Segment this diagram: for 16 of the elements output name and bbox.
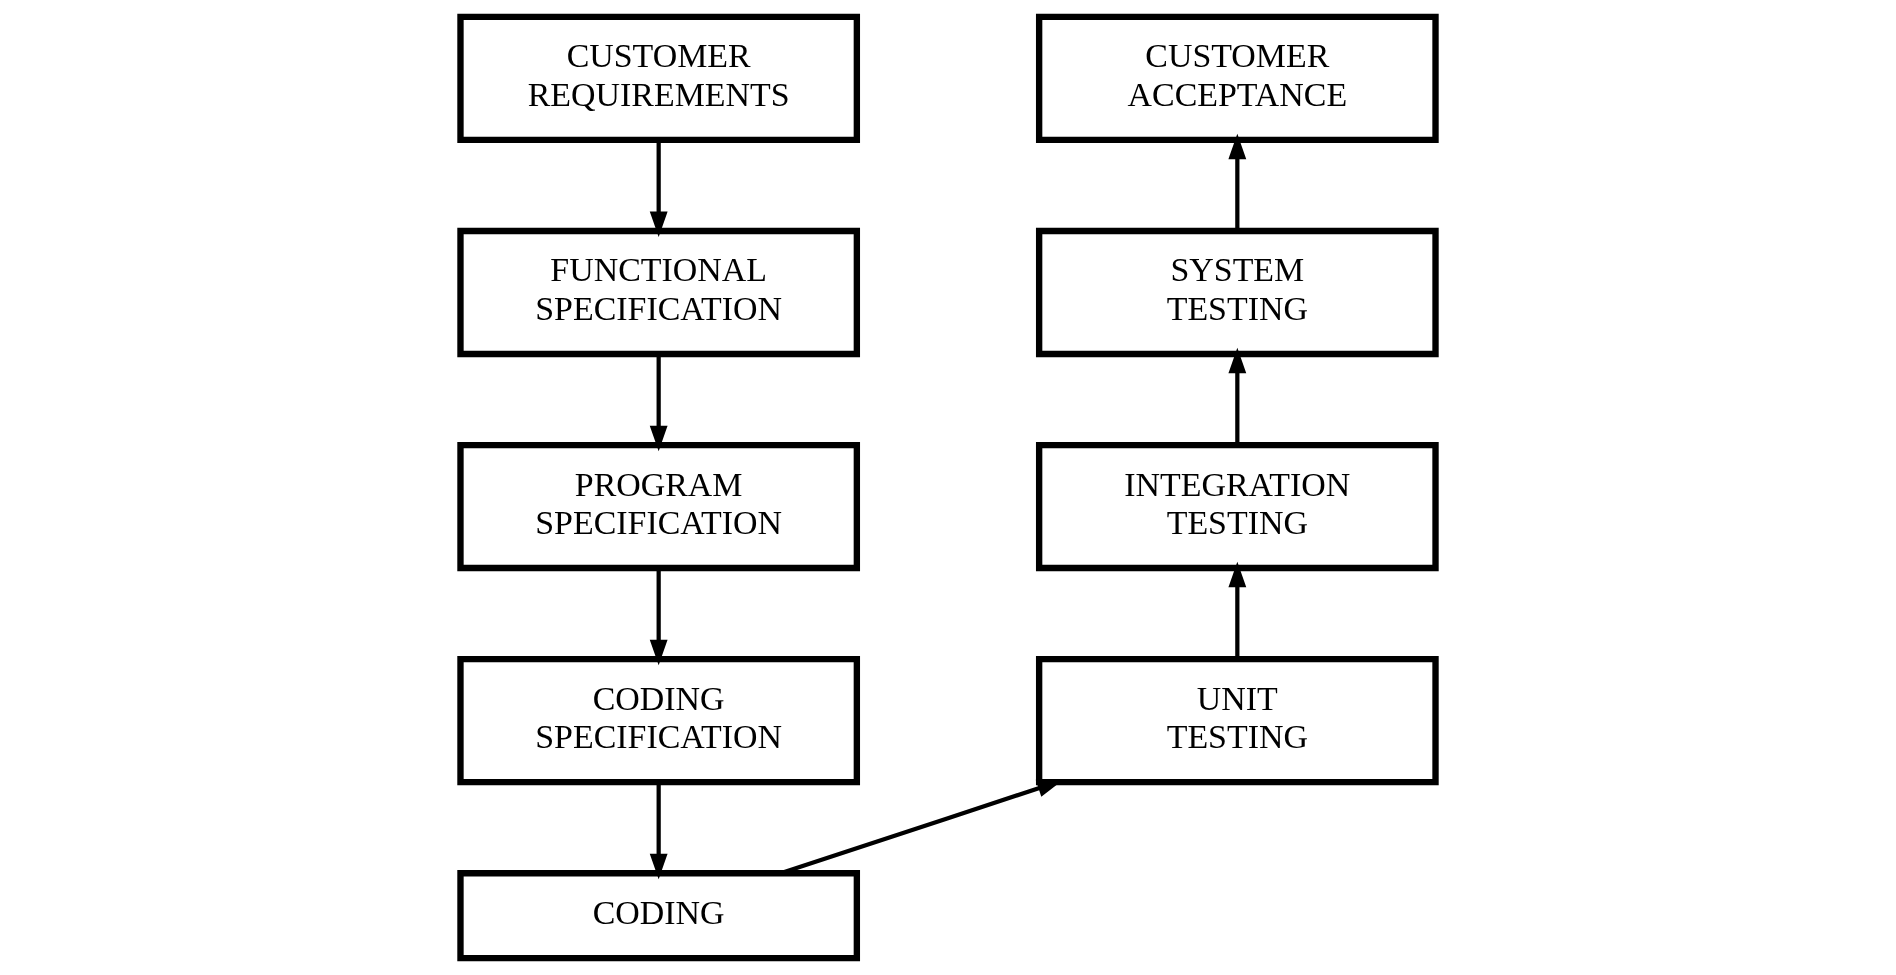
node-box: FUNCTIONAL SPECIFICATION [457, 227, 861, 358]
arrow [649, 140, 668, 238]
arrow [649, 568, 668, 666]
arrow [1228, 133, 1247, 231]
node-box: SYSTEM TESTING [1035, 227, 1439, 358]
arrow [649, 354, 668, 452]
node-box: CUSTOMER ACCEPTANCE [1035, 13, 1439, 144]
node-box: CUSTOMER REQUIREMENTS [457, 13, 861, 144]
node-box: INTEGRATION TESTING [1035, 441, 1439, 572]
arrow [649, 783, 668, 880]
node-box: PROGRAM SPECIFICATION [457, 441, 861, 572]
node-box: CODING SPECIFICATION [457, 656, 861, 786]
arrow [1228, 347, 1247, 445]
node-box: UNIT TESTING [1035, 656, 1439, 786]
node-box: CODING [457, 870, 861, 962]
arrow [1228, 561, 1247, 659]
